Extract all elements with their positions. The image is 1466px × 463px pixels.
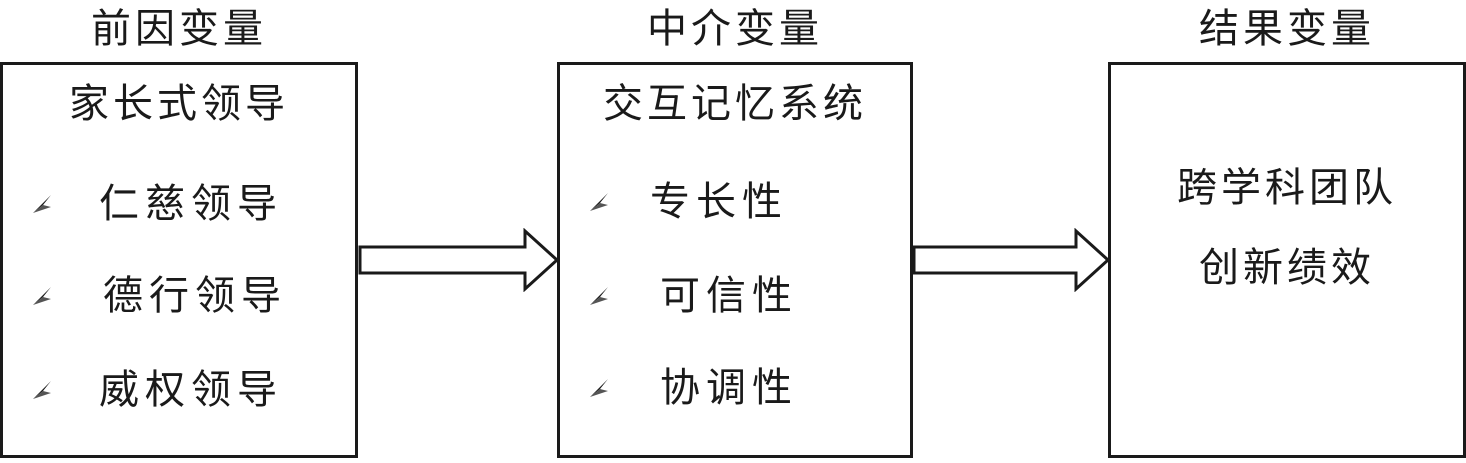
specialization-label: 专长性: [650, 179, 788, 225]
list-item: 协调性: [560, 363, 910, 413]
list-item: 威权领导: [3, 365, 355, 415]
mediator-variable-title: 中介变量: [647, 6, 823, 52]
outcome-line-2: 创新绩效: [1199, 245, 1375, 291]
antecedent-box: 家长式领导 仁慈领导 德行领导 威权领导: [0, 62, 358, 458]
moral-leadership-label: 德行领导: [103, 273, 287, 319]
arrowhead-bullet-icon: [33, 287, 51, 305]
arrowhead-bullet-icon: [590, 379, 608, 397]
list-item: 德行领导: [3, 271, 355, 321]
coordination-label: 协调性: [660, 365, 798, 411]
list-item: 仁慈领导: [3, 179, 355, 229]
list-item: 可信性: [560, 271, 910, 321]
arrowhead-bullet-icon: [590, 287, 608, 305]
mediator-box: 交互记忆系统 专长性 可信性 协调性: [557, 62, 913, 458]
outcome-box: 跨学科团队 创新绩效: [1108, 62, 1466, 458]
credibility-label: 可信性: [660, 273, 798, 319]
outcome-variable-title: 结果变量: [1199, 6, 1375, 52]
arrowhead-bullet-icon: [590, 193, 608, 211]
arrowhead-bullet-icon: [33, 195, 51, 213]
authoritarian-leadership-label: 威权领导: [99, 367, 283, 413]
arrowhead-bullet-icon: [33, 381, 51, 399]
right-arrow-icon: [912, 228, 1111, 292]
list-item: 专长性: [560, 177, 910, 227]
benevolent-leadership-label: 仁慈领导: [99, 181, 283, 227]
transactive-memory-system-label: 交互记忆系统: [603, 81, 867, 127]
right-arrow-icon: [358, 228, 560, 292]
antecedent-variable-title: 前因变量: [91, 6, 267, 52]
outcome-line-1: 跨学科团队: [1177, 165, 1397, 211]
paternalistic-leadership-label: 家长式领导: [69, 81, 289, 127]
